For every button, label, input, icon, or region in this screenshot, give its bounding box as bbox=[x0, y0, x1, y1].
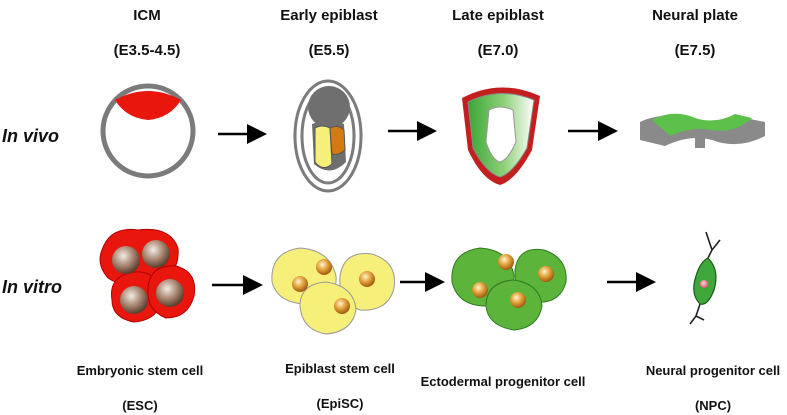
cell-label-esc: Embryonic stem cell (ESC) bbox=[50, 362, 230, 415]
esc-cluster bbox=[99, 228, 196, 323]
ectodermal-progenitor-cluster bbox=[451, 247, 567, 331]
stage-time: (E3.5-4.5) bbox=[113, 42, 181, 59]
ectoderm-nucleus bbox=[538, 266, 554, 282]
episc-nucleus bbox=[359, 271, 375, 287]
stage-name: Late epiblast bbox=[452, 7, 544, 24]
stage-time: (E7.0) bbox=[477, 42, 519, 59]
stage-time: (E5.5) bbox=[308, 42, 350, 59]
stage-time: (E7.5) bbox=[674, 42, 716, 59]
ectoderm-nucleus bbox=[472, 282, 488, 298]
ectoderm-nucleus bbox=[498, 254, 514, 270]
stage-header-early-epiblast: Early epiblast (E5.5) bbox=[254, 6, 404, 61]
cell-abbr: (ESC) bbox=[122, 398, 158, 413]
esc-nucleus bbox=[156, 279, 184, 307]
cell-name: Embryonic stem cell bbox=[76, 363, 204, 378]
cell-label-npc: Neural progenitor cell (NPC) bbox=[623, 362, 787, 415]
stage-name: Early epiblast bbox=[280, 7, 378, 24]
row-label-in-vitro: In vitro bbox=[2, 277, 63, 297]
esc-nucleus bbox=[112, 246, 140, 274]
esc-nucleus bbox=[120, 286, 148, 314]
cell-abbr: (NPC) bbox=[694, 398, 732, 413]
diagram-canvas bbox=[99, 79, 765, 335]
esc-nucleus bbox=[142, 240, 170, 268]
ectoderm-nucleus bbox=[510, 292, 526, 308]
stage-header-icm: ICM (E3.5-4.5) bbox=[72, 6, 222, 61]
icm-blastocyst bbox=[100, 83, 196, 179]
episc-nucleus bbox=[334, 298, 350, 314]
episc-cluster bbox=[271, 247, 396, 335]
cell-name: Ectodermal progenitor cell bbox=[420, 374, 586, 389]
cell-label-ectodermal-progenitor: Ectodermal progenitor cell bbox=[413, 373, 593, 391]
npc-nucleus bbox=[700, 280, 708, 288]
stage-header-neural-plate: Neural plate (E7.5) bbox=[620, 6, 770, 61]
episc-nucleus bbox=[316, 259, 332, 275]
stage-name: Neural plate bbox=[652, 7, 738, 24]
early-epiblast-egg-cylinder bbox=[293, 79, 363, 193]
row-label-in-vivo: In vivo bbox=[2, 126, 60, 146]
stage-name: ICM bbox=[133, 7, 161, 24]
cell-name: Epiblast stem cell bbox=[285, 361, 395, 376]
neural-plate bbox=[640, 113, 765, 148]
cell-name: Neural progenitor cell bbox=[645, 363, 781, 378]
episc-nucleus bbox=[292, 276, 308, 292]
neural-progenitor-cell bbox=[689, 231, 721, 325]
cell-abbr: (EpiSC) bbox=[316, 396, 364, 411]
late-epiblast-cup bbox=[462, 87, 540, 185]
cell-label-episc: Epiblast stem cell (EpiSC) bbox=[250, 360, 430, 413]
stage-header-late-epiblast: Late epiblast (E7.0) bbox=[423, 6, 573, 61]
